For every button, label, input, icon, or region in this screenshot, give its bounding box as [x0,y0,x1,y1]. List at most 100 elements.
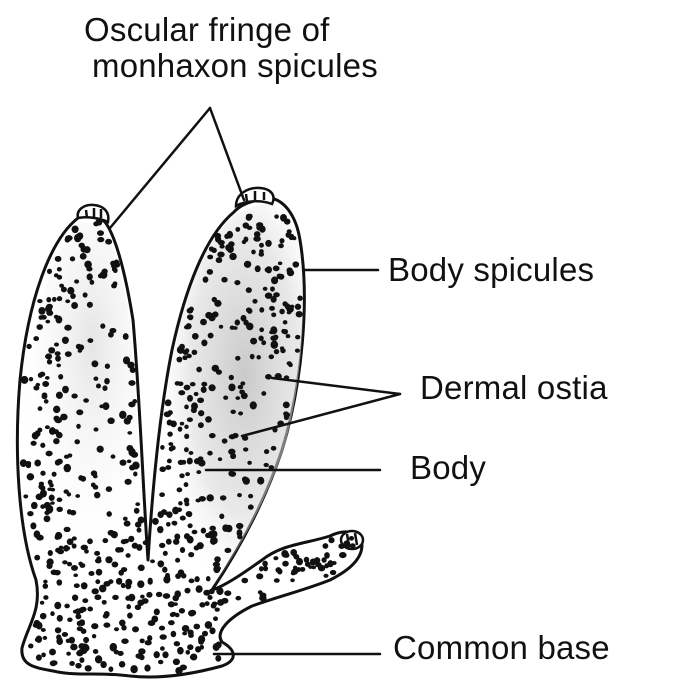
ostium-dot [201,382,207,387]
ostium-dot [87,302,93,308]
ostium-dot [146,592,152,598]
ostium-dot [102,538,108,543]
ostium-dot [196,585,203,593]
ostium-dot [107,418,114,424]
ostium-dot [186,650,191,655]
ostium-dot [241,578,248,584]
ostium-dot [265,293,272,299]
ostium-dot [284,219,291,225]
ostium-dot [195,646,201,652]
ostium-dot [56,432,63,438]
ostium-dot [175,613,180,618]
ostium-dot [269,354,275,359]
ostium-dot [60,414,68,421]
ostium-dot [55,316,62,324]
ostium-dot [67,618,73,623]
ostium-dot [62,386,69,394]
ostium-dot [278,243,284,248]
ostium-dot [62,560,68,564]
ostium-dot [144,665,150,672]
ostium-dot [198,422,204,428]
ostium-dot [246,307,252,312]
ostium-dot [65,237,71,243]
ostium-dot [45,425,50,429]
ostium-dot [163,593,171,599]
ostium-dot [192,350,198,355]
label-oscular-line2: monhaxon spicules [92,48,378,84]
ostium-dot [188,552,194,557]
ostium-dot [246,215,252,221]
ostium-dot [315,562,322,567]
ostium-dot [41,628,46,632]
ostium-dot [28,644,33,649]
ostium-dot [75,608,81,614]
ostium-dot [168,620,175,625]
ostium-dot [216,257,223,263]
ostium-dot [125,579,132,586]
ostium-dot [208,333,214,339]
ostium-dot [91,360,98,367]
ostium-dot [116,578,122,585]
ostium-dot [223,395,228,399]
ostium-dot [207,255,213,260]
ostium-dot [256,355,261,360]
ostium-dot [221,277,227,283]
ostium-dot [259,243,264,248]
ostium-dot [165,399,172,406]
ostium-dot [65,299,70,303]
ostium-dot [170,445,175,450]
ostium-dot [104,378,110,384]
ostium-dot [115,547,122,553]
ostium-dot [154,651,160,658]
ostium-dot [36,535,44,541]
ostium-dot [265,240,272,247]
ostium-dot [43,595,48,600]
ostium-dot [228,471,233,476]
ostium-dot [251,250,256,255]
ostium-dot [59,546,64,550]
ostium-dot [127,596,132,601]
ostium-dot [181,460,186,465]
ostium-dot [36,383,41,387]
ostium-dot [46,563,52,569]
ostium-dot [55,256,62,262]
ostium-dot [174,641,179,646]
ostium-dot [292,261,299,267]
ostium-dot [121,539,127,544]
ostium-dot [114,650,119,655]
ostium-dot [235,227,240,232]
ostium-dot [198,410,204,416]
ostium-dot [138,566,143,570]
ostium-dot [161,509,167,515]
ostium-dot [75,663,81,669]
ostium-dot [256,573,263,579]
ostium-dot [79,243,85,249]
ostium-dot [79,657,84,663]
ostium-dot [203,276,209,282]
ostium-dot [76,344,82,350]
ostium-dot [54,343,59,347]
ostium-dot [57,296,62,301]
ostium-dot [81,582,88,589]
ostium-dot [48,550,53,556]
ostium-dot [230,410,236,414]
ostium-dot [205,416,212,423]
ostium-dot [198,459,206,466]
ostium-dot [197,397,204,403]
ostium-dot [108,530,115,536]
ostium-dot [121,638,128,644]
ostium-dot [242,476,248,482]
ostium-dot [168,601,175,607]
ostium-dot [45,376,50,380]
ostium-dot [286,267,292,273]
ostium-dot [300,567,306,572]
ostium-dot [94,594,101,600]
ostium-dot [263,287,268,291]
ostium-dot [235,356,240,361]
ostium-dot [194,576,199,582]
ostium-dot [190,654,197,661]
ostium-dot [283,320,288,324]
ostium-dot [138,516,145,523]
ostium-dot [165,575,170,579]
